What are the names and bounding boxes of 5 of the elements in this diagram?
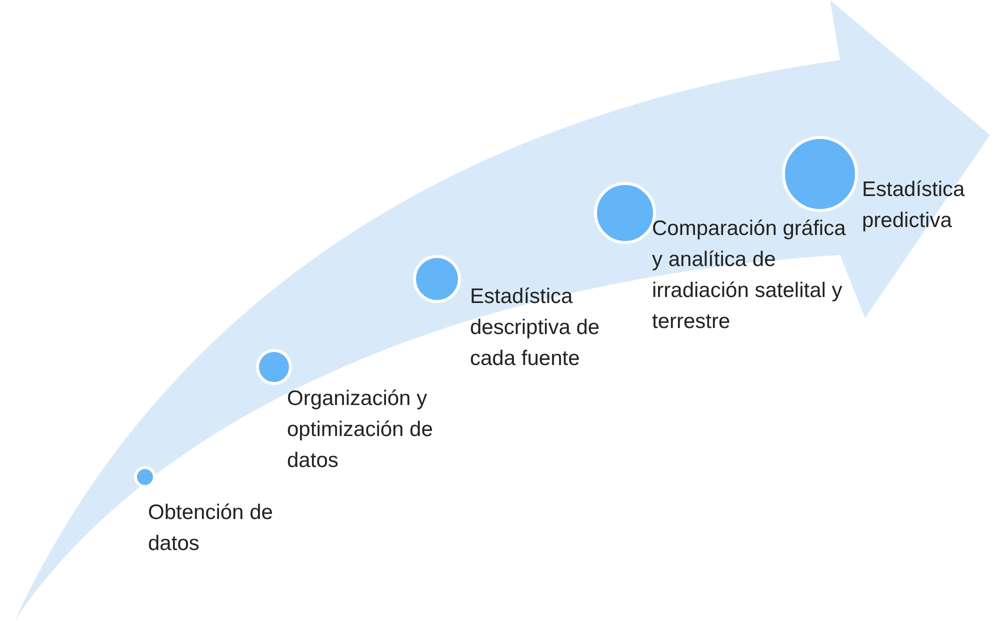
- step-label: Obtención de datos: [148, 500, 274, 557]
- step-label: Estadística descriptiva de cada fuente: [470, 284, 601, 372]
- step-label: Organización y optimización de datos: [287, 386, 434, 474]
- step-label: Comparación gráfica y analítica de irradiación satelital y terrestre: [652, 216, 847, 335]
- step-label: Estadística predictiva: [862, 177, 966, 234]
